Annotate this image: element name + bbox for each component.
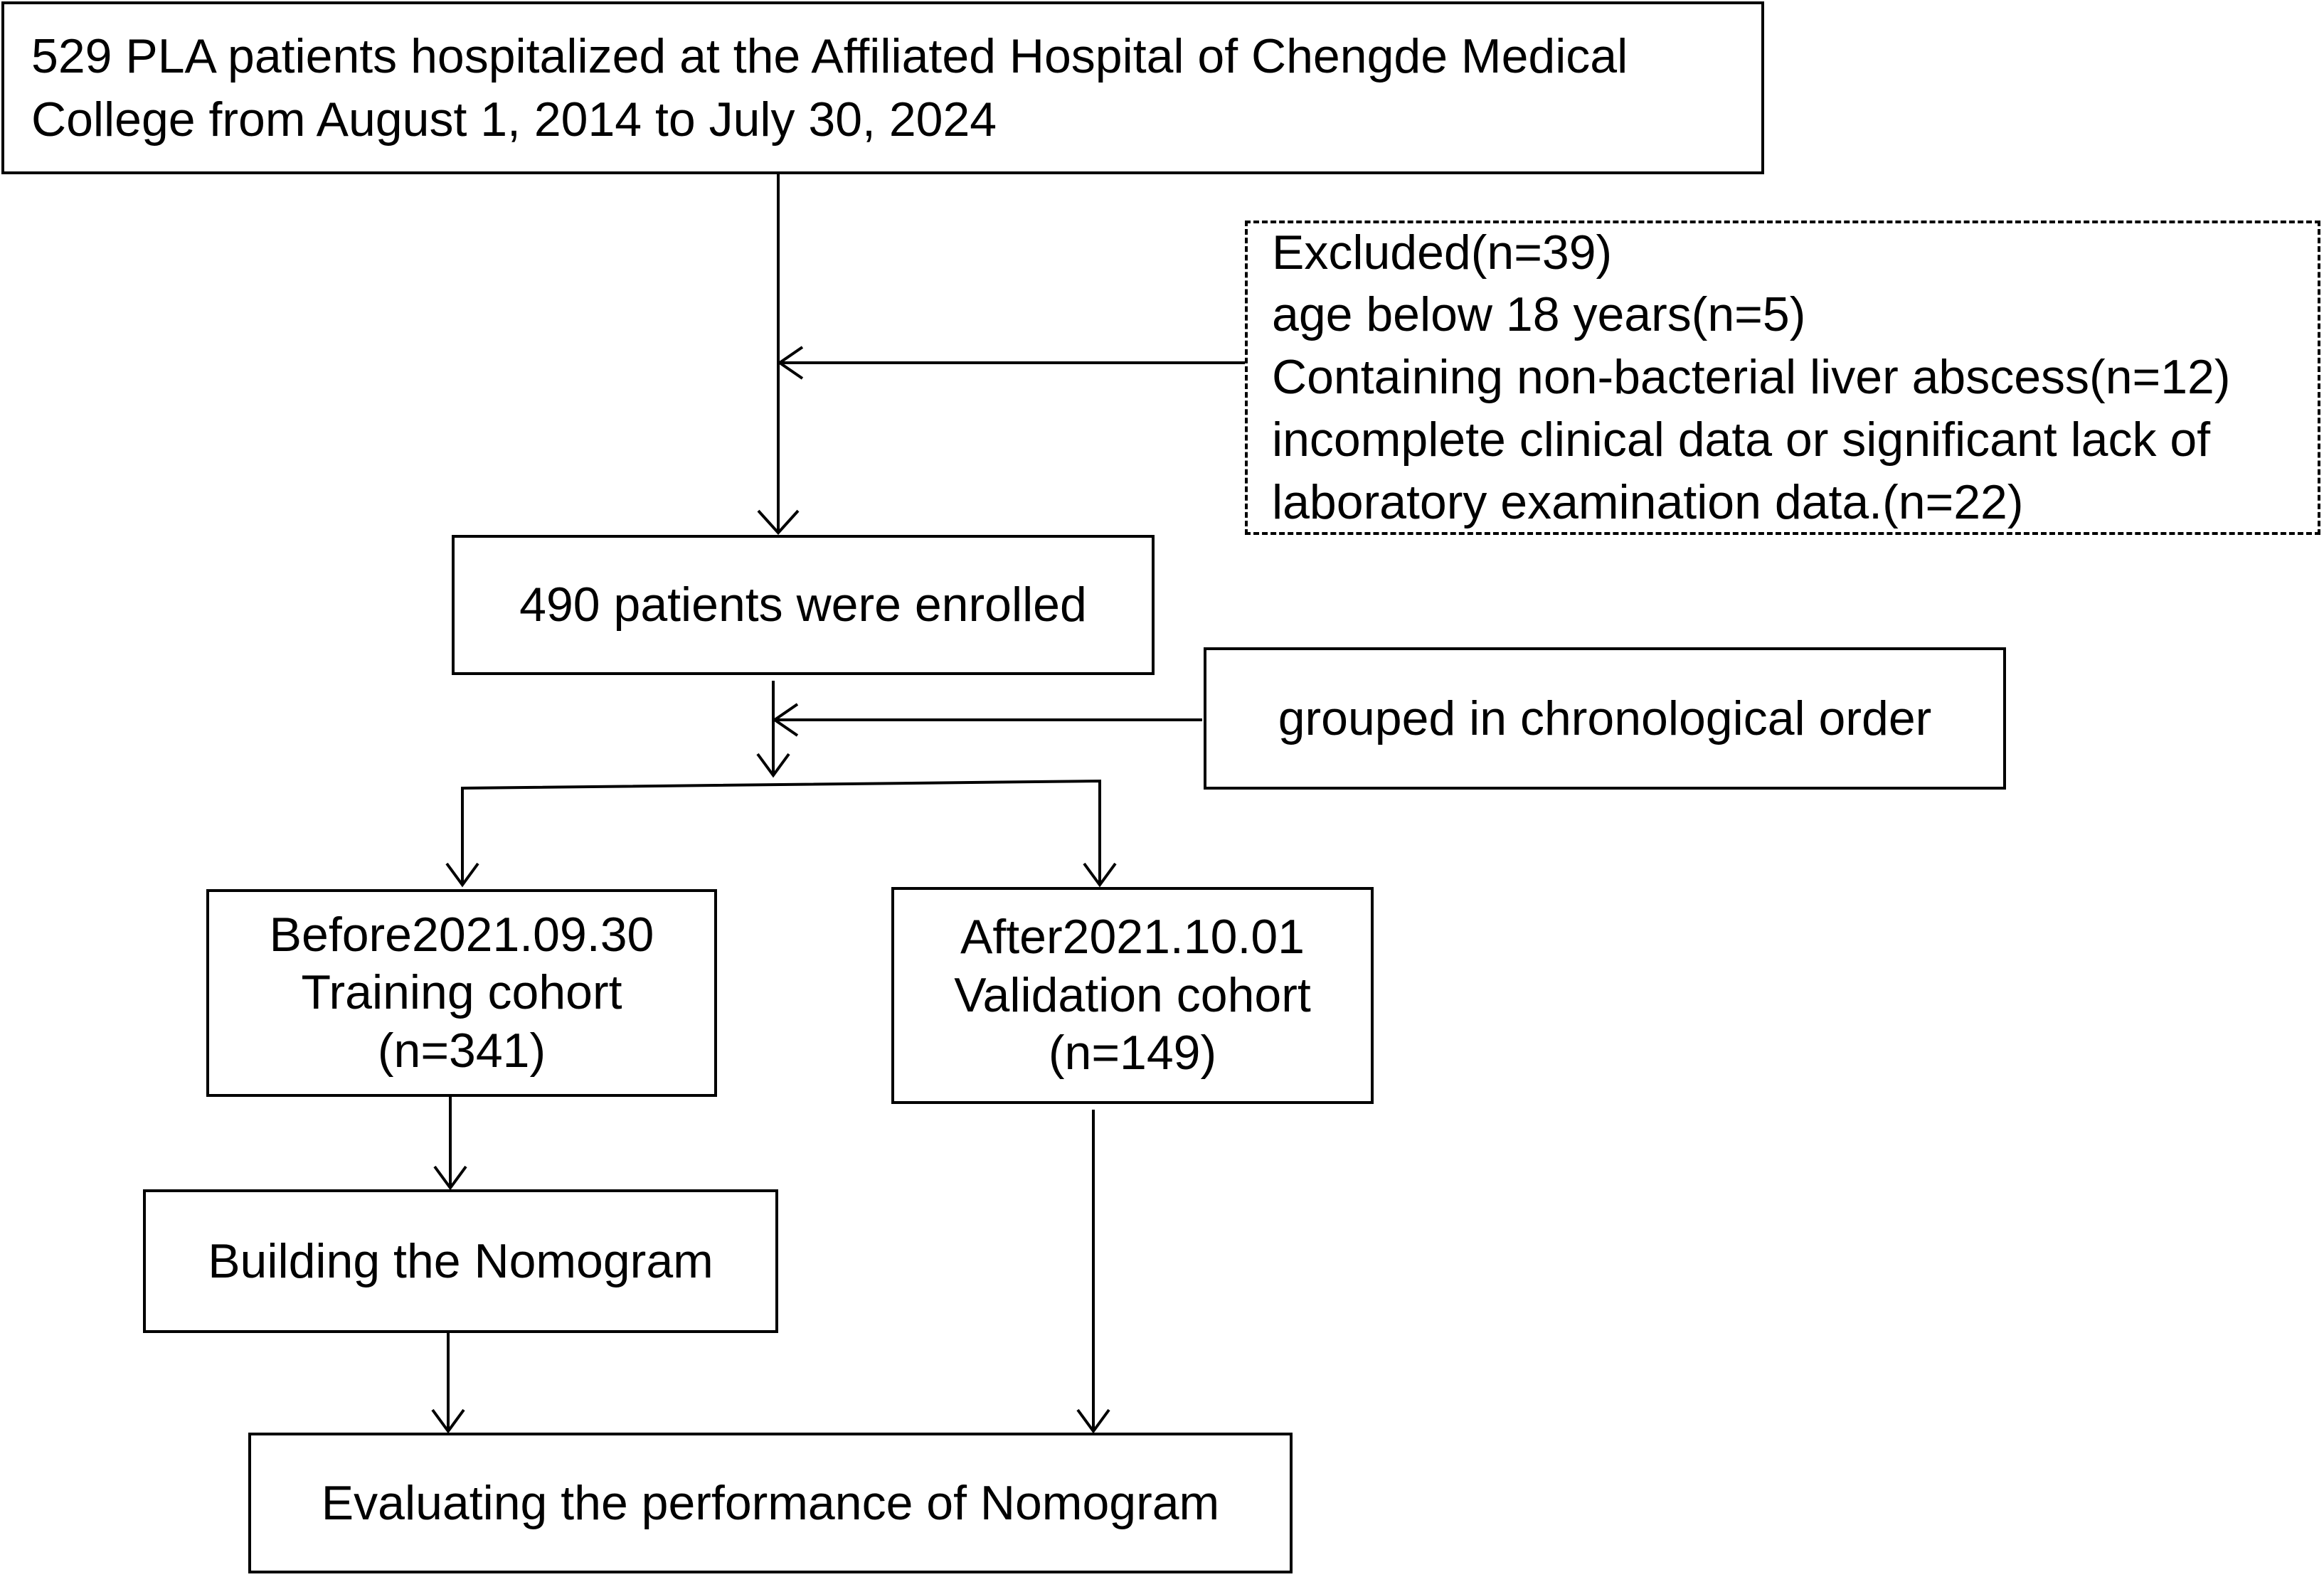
arrowhead-validation xyxy=(1083,862,1117,888)
excluded-age: age below 18 years(n=5) xyxy=(1272,287,1806,342)
grouping-label: grouped in chronological order xyxy=(1278,691,1932,745)
arrowhead-training xyxy=(445,862,479,888)
evaluating-label: Evaluating the performance of Nomogram xyxy=(321,1475,1220,1530)
training-count: (n=341) xyxy=(377,1023,546,1078)
validation-count: (n=149) xyxy=(1048,1026,1217,1080)
validation-label: Validation cohort xyxy=(954,967,1311,1022)
arrowhead-enrolled-down xyxy=(756,753,790,778)
arrowhead-evaluating-left xyxy=(431,1408,465,1434)
arrowhead-exclusion xyxy=(777,346,804,380)
evaluating-nomogram-box: Evaluating the performance of Nomogram xyxy=(248,1433,1293,1573)
source-population-box: 529 PLA patients hospitalized at the Aff… xyxy=(1,1,1764,174)
grouping-box: grouped in chronological order xyxy=(1204,647,2006,790)
training-label: Training cohort xyxy=(301,965,622,1020)
building-label: Building the Nomogram xyxy=(208,1233,713,1288)
excluded-total: Excluded(n=39) xyxy=(1272,225,1613,280)
building-nomogram-box: Building the Nomogram xyxy=(143,1189,778,1333)
validation-cohort-box: After2021.10.01 Validation cohort (n=149… xyxy=(891,887,1374,1104)
exclusion-criteria-box: Excluded(n=39) age below 18 years(n=5) C… xyxy=(1245,221,2320,535)
enrolled-box: 490 patients were enrolled xyxy=(452,535,1155,675)
validation-date: After2021.10.01 xyxy=(960,910,1305,965)
excluded-incomplete-line-1: incomplete clinical data or significant … xyxy=(1272,412,2211,467)
training-date: Before2021.09.30 xyxy=(269,907,654,962)
excluded-incomplete-line-2: laboratory examination data.(n=22) xyxy=(1272,474,2024,529)
source-line-1: 529 PLA patients hospitalized at the Aff… xyxy=(31,29,1628,84)
enrolled-label: 490 patients were enrolled xyxy=(519,578,1087,632)
split-connector xyxy=(461,779,1101,885)
training-cohort-box: Before2021.09.30 Training cohort (n=341) xyxy=(206,889,717,1097)
arrowhead-enrolled xyxy=(757,509,800,535)
arrowhead-building xyxy=(433,1165,467,1191)
excluded-non-bacterial: Containing non-bacterial liver abscess(n… xyxy=(1272,350,2231,405)
arrowhead-evaluating-right xyxy=(1076,1408,1110,1434)
arrowhead-grouping xyxy=(772,703,799,737)
source-line-2: College from August 1, 2014 to July 30, … xyxy=(31,92,997,147)
